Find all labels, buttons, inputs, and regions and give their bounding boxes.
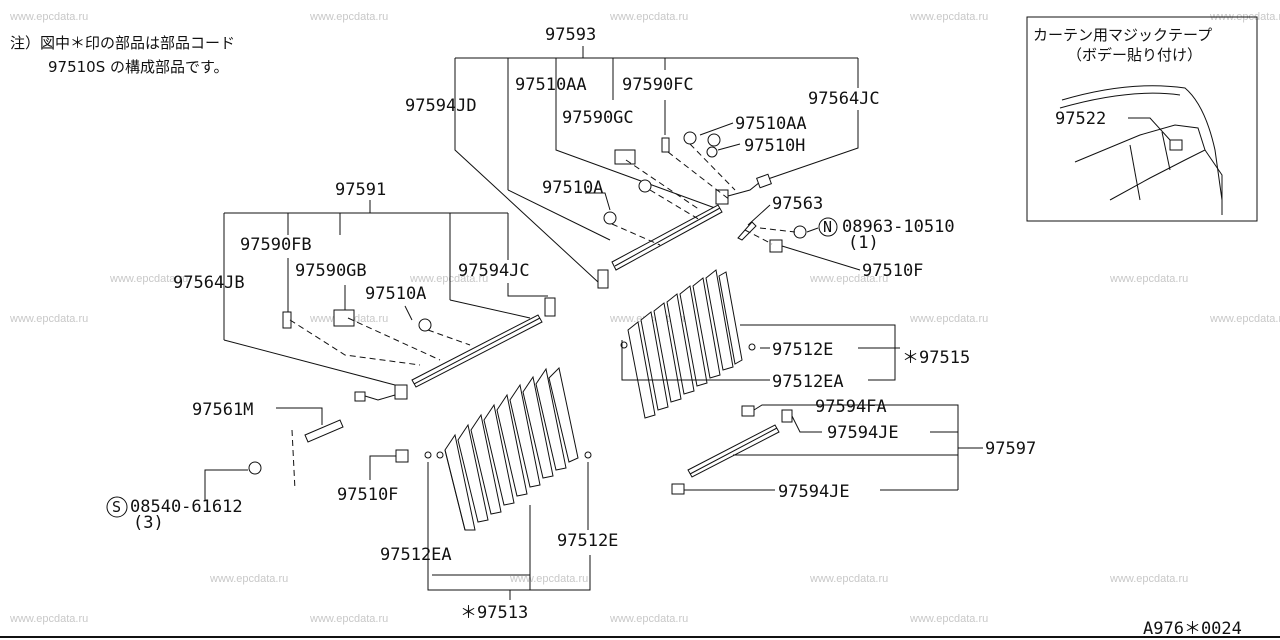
label-97563: 97563 [772, 194, 823, 214]
label-97590GB: 97590GB [295, 261, 367, 281]
inset-title-1: カーテン用マジックテープ [1033, 26, 1212, 44]
watermark: www.epcdata.ru [9, 313, 88, 325]
watermarks: www.epcdata.ru www.epcdata.ru www.epcdat… [9, 11, 1280, 625]
callout-97591-bracket [223, 200, 509, 340]
bracket-97590GC [614, 149, 636, 165]
watermark: www.epcdata.ru [209, 573, 288, 585]
label-97594JE-a: 97594JE [827, 423, 899, 443]
label-97515: ＊97515 [902, 348, 970, 368]
bracket-97561M [304, 419, 344, 443]
motor-connector-97564JB [394, 384, 408, 400]
nut-symbol [818, 217, 838, 237]
watermark: www.epcdata.ru [909, 613, 988, 625]
pin-97590FB [282, 311, 292, 329]
label-97594JE-b: 97594JE [778, 482, 850, 502]
watermark: www.epcdata.ru [809, 573, 888, 585]
label-97591: 97591 [335, 180, 386, 200]
velcro-tape-part [1169, 139, 1183, 151]
label-97590GC: 97590GC [562, 108, 634, 128]
watermark: www.epcdata.ru [909, 313, 988, 325]
label-97510A-top: 97510A [542, 178, 603, 198]
callout-97593-bracket [454, 46, 859, 190]
screw-08540 [248, 461, 262, 475]
bracket-97590GB [333, 309, 355, 327]
label-97564JB: 97564JB [173, 273, 245, 293]
watermark: www.epcdata.ru [9, 613, 88, 625]
label-08963-sym: N [823, 218, 832, 236]
watermark: www.epcdata.ru [309, 11, 388, 23]
label-97597: 97597 [985, 439, 1036, 459]
label-08963-10510: 08963-10510 [842, 217, 955, 237]
label-97593: 97593 [545, 25, 596, 45]
label-97590FC: 97590FC [622, 75, 694, 95]
label-97512EA-right: 97512EA [772, 372, 844, 392]
label-97512E-left: 97512E [557, 531, 618, 551]
label-08963-qty: (1) [848, 233, 879, 253]
label-97513: ＊97513 [460, 603, 528, 623]
inset-body-outline [1061, 85, 1223, 201]
end-cap-97594JC [544, 297, 556, 317]
label-97510H: 97510H [744, 136, 805, 156]
watermark: www.epcdata.ru [9, 11, 88, 23]
label-97512EA-left: 97512EA [380, 545, 452, 565]
lower-rail-97591 [282, 297, 556, 402]
diagram-code: A976＊0024 [1143, 619, 1242, 639]
watermark: www.epcdata.ru [1109, 573, 1188, 585]
watermark: www.epcdata.ru [809, 273, 888, 285]
nut-08963 [793, 225, 807, 239]
label-97512E-right: 97512E [772, 340, 833, 360]
label-97564JC: 97564JC [808, 89, 880, 109]
label-97510F-left: 97510F [337, 485, 398, 505]
note-line-1: 注）図中＊印の部品は部品コード [10, 34, 235, 52]
label-97522: 97522 [1055, 109, 1106, 129]
watermark: www.epcdata.ru [909, 11, 988, 23]
watermark: www.epcdata.ru [1109, 273, 1188, 285]
screw-symbol [106, 496, 128, 518]
grommet-97510H [706, 146, 718, 158]
watermark: www.epcdata.ru [509, 573, 588, 585]
label-97510AA-right: 97510AA [735, 114, 807, 134]
label-97594JD: 97594JD [405, 96, 477, 116]
inset-window-outline [1074, 124, 1206, 201]
note-line-2: 97510S の構成部品です。 [48, 58, 229, 76]
watermark: www.epcdata.ru [1209, 313, 1280, 325]
end-cap-97594JE-a [781, 409, 793, 423]
label-97561M: 97561M [192, 400, 253, 420]
label-08540-sym: S [112, 498, 121, 516]
end-cap-97594JD [597, 269, 609, 289]
pleated-curtain-97515 [620, 269, 756, 419]
end-cap-97594JE-b [671, 483, 685, 495]
lower-rail-97597 [671, 405, 793, 495]
watermark: www.epcdata.ru [609, 613, 688, 625]
screw-97510A-mid [418, 318, 432, 332]
motor-connector-97564JC [715, 189, 729, 205]
label-97510F-right: 97510F [862, 261, 923, 281]
clip-97510F-left [395, 449, 409, 463]
label-97510AA-top: 97510AA [515, 75, 587, 95]
watermark: www.epcdata.ru [609, 11, 688, 23]
label-97594JC: 97594JC [458, 261, 530, 281]
screw-97510A-upper [638, 179, 652, 193]
label-97510A-mid: 97510A [365, 284, 426, 304]
inset-title-2: （ボデー貼り付け） [1067, 46, 1202, 64]
screw-97510AA [683, 131, 697, 145]
label-08540-qty: (3) [133, 513, 164, 533]
inset-box: カーテン用マジックテープ （ボデー貼り付け） 97522 [1026, 16, 1258, 222]
clip-97510F-right [769, 239, 783, 253]
pin-97590FC [661, 137, 670, 153]
label-97594FA: 97594FA [815, 397, 887, 417]
watermark: www.epcdata.ru [109, 273, 188, 285]
watermark: www.epcdata.ru [409, 273, 488, 285]
label-08540-61612: 08540-61612 [130, 497, 243, 517]
end-cap-97594FA [741, 405, 755, 417]
label-97590FB: 97590FB [240, 235, 312, 255]
upper-rail-97593 [597, 131, 772, 289]
watermark: www.epcdata.ru [309, 613, 388, 625]
pleated-curtain-97513 [424, 366, 592, 531]
